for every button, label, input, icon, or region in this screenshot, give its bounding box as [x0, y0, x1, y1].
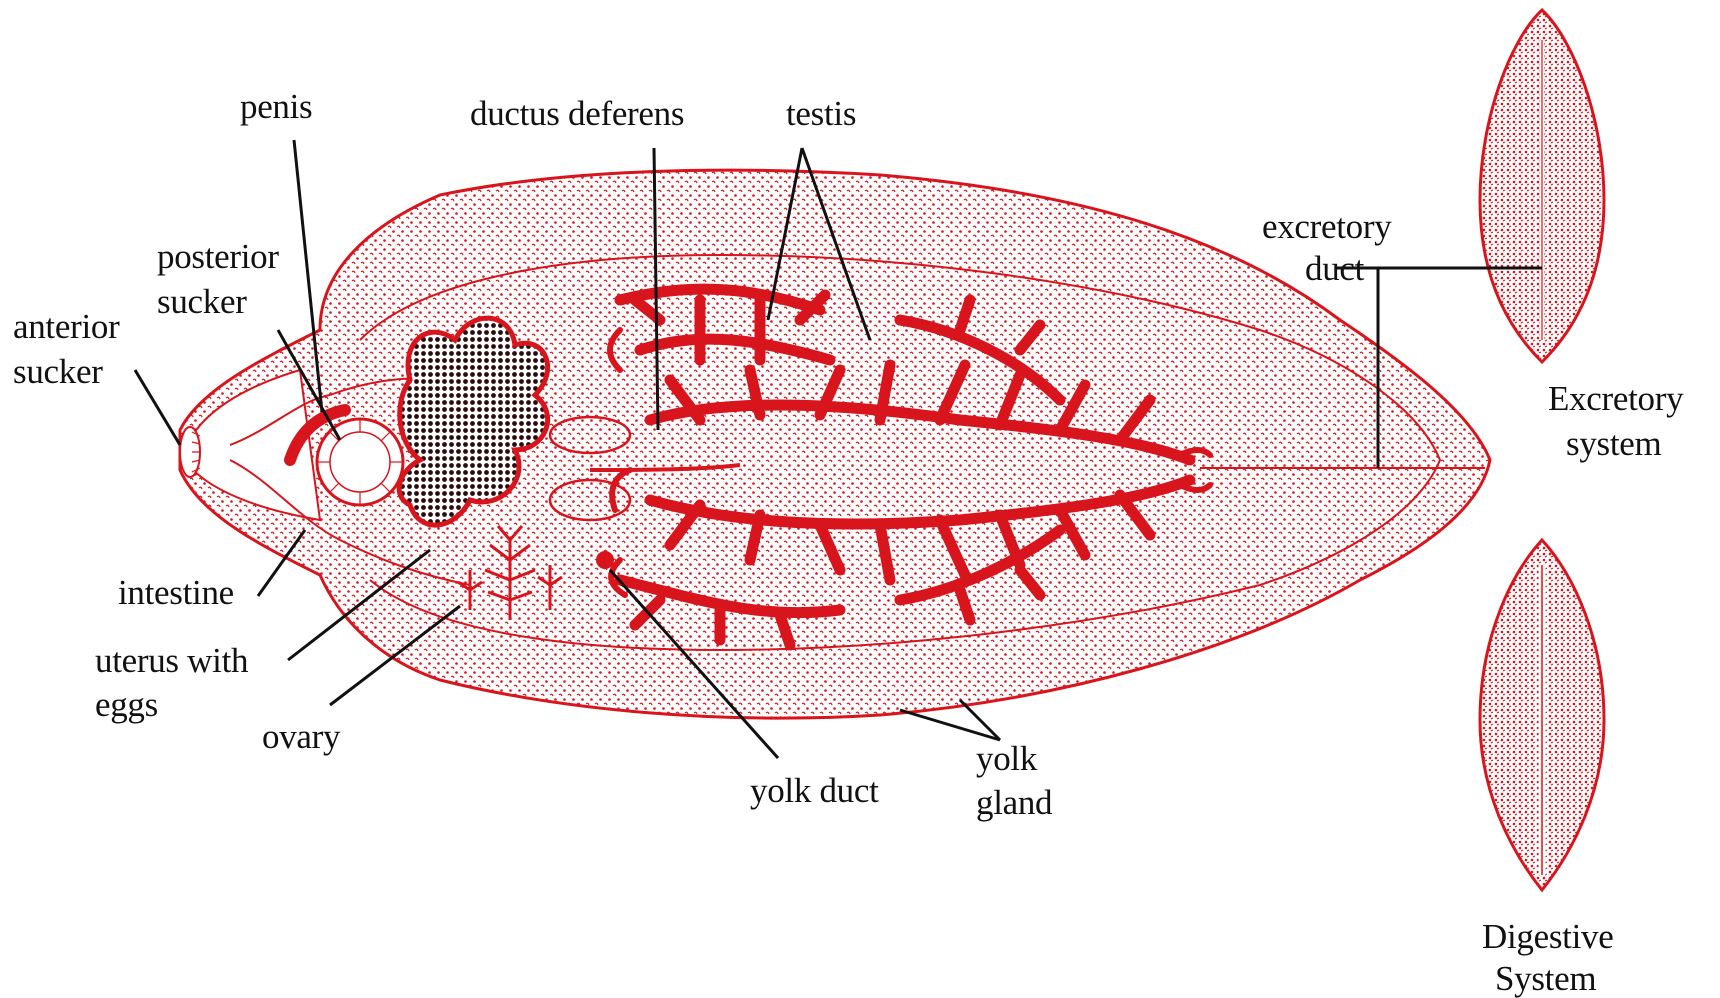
yolk-reservoir — [596, 551, 614, 569]
label-excretory-system-1: Excretory — [1548, 379, 1684, 418]
label-testis: testis — [786, 94, 856, 133]
label-posterior-sucker-1: posterior — [157, 237, 279, 276]
label-uterus-1: uterus with — [95, 641, 249, 680]
excretory-system-figure — [1480, 10, 1604, 362]
label-uterus-2: eggs — [95, 685, 158, 724]
label-yolk-gland-1: yolk — [976, 739, 1038, 778]
label-intestine: intestine — [118, 573, 234, 612]
anterior-sucker — [180, 427, 200, 477]
posterior-sucker — [317, 419, 403, 505]
label-excretory-duct-1: excretory — [1262, 207, 1392, 246]
label-ductus-deferens: ductus deferens — [470, 94, 684, 133]
label-digestive-system-2: System — [1495, 959, 1596, 998]
label-anterior-sucker-2: sucker — [13, 352, 103, 391]
label-yolk-duct: yolk duct — [750, 771, 879, 810]
label-excretory-system-2: system — [1566, 424, 1662, 463]
label-yolk-gland-2: gland — [976, 783, 1053, 822]
label-excretory-duct-2: duct — [1305, 249, 1365, 288]
label-ovary: ovary — [262, 717, 341, 756]
label-penis: penis — [240, 87, 312, 126]
leader-anterior-sucker — [135, 370, 180, 445]
label-posterior-sucker-2: sucker — [157, 282, 247, 321]
digestive-system-figure — [1480, 540, 1604, 890]
label-anterior-sucker-1: anterior — [13, 307, 120, 346]
label-digestive-system-1: Digestive — [1482, 917, 1613, 956]
